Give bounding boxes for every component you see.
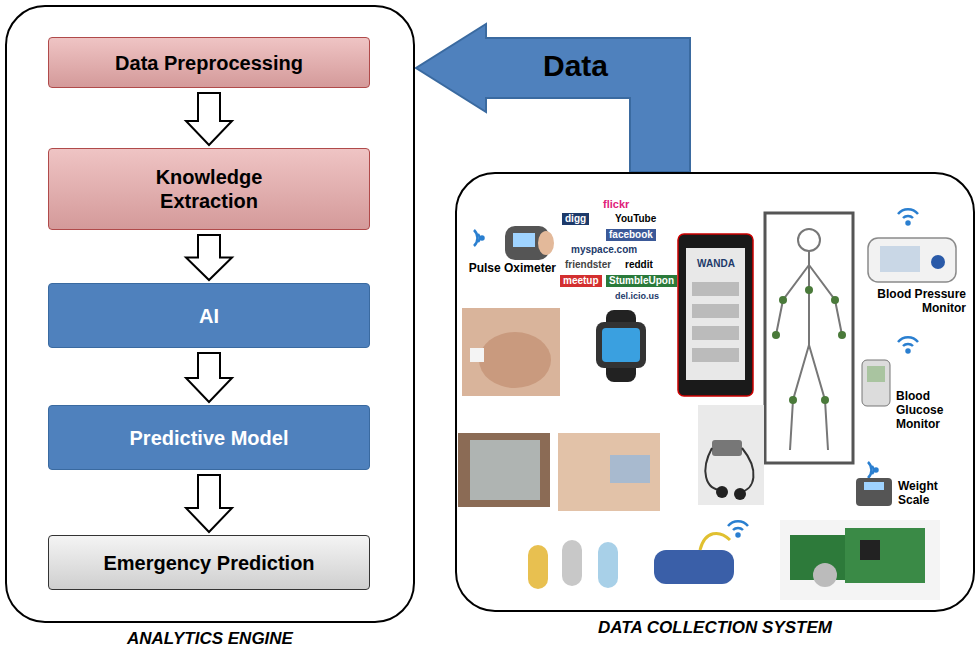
logo-text: flickr [600,198,632,211]
wearable-sensor [698,405,764,505]
photo-chest-patch [462,308,560,396]
box-label: Data Preprocessing [115,51,303,75]
weight-scale [856,478,892,506]
block-arrow [186,353,232,402]
logo-text: meetup [560,275,602,287]
ecg-device [654,533,734,584]
logo-text: reddit [622,259,656,271]
process-box: Predictive Model [48,405,370,470]
app-button [692,326,739,340]
app-button [692,304,739,318]
wifi-icon [898,209,918,224]
logo-text: myspace.com [568,244,640,256]
app-button [692,348,739,362]
process-box: AI [48,283,370,348]
block-arrow [186,93,232,145]
blood-glucose-monitor [862,360,890,406]
panel-heading: DATA COLLECTION SYSTEM [457,618,973,638]
phone-screen [686,248,745,380]
panel-heading: ANALYTICS ENGINE [7,629,413,649]
logo-ground [558,196,676,306]
logo-text: StumbleUpon [606,275,677,287]
box-label: Emergency Prediction [103,551,314,575]
logo-text: facebook [606,229,656,241]
device-label: Blood Glucose Monitor [896,390,968,431]
block-arrow [186,475,232,532]
edge-label: Data [543,49,608,83]
figure-frame [765,213,853,463]
head [798,229,820,251]
limbs [776,251,842,450]
smartphone [678,234,753,396]
sensor-board [780,520,940,600]
ingestible-pills [528,540,618,589]
phone-body [678,234,753,396]
logo-text: del.icio.us [612,291,662,301]
body-sensor-figure [765,213,853,463]
device-label: Pulse Oximeter [460,262,556,276]
logo-text: digg [562,213,589,225]
wifi-icon [728,521,748,536]
finger [538,231,554,255]
process-box: Data Preprocessing [48,37,370,88]
panel-box: ANALYTICS ENGINEData PreprocessingKnowle… [5,5,415,623]
device-label: Blood Pressure Monitor [870,288,966,316]
box-label: Predictive Model [130,426,289,450]
box-label: AI [199,304,219,328]
process-box: Knowledge Extraction [48,148,370,230]
wifi-icon [868,462,878,478]
device-label: Weight Scale [898,480,968,508]
wifi-icon [474,230,484,246]
app-title: WANDA [694,258,738,270]
logo-text: YouTube [612,213,659,225]
box-label: Knowledge Extraction [124,165,294,213]
logo-text: friendster [562,259,614,271]
app-button [692,282,739,296]
photo-skin-patch [558,433,660,511]
photo-face-sensor [458,433,550,507]
wifi-icon [898,337,918,352]
social-logos [558,196,676,306]
oximeter-screen [513,233,535,247]
pulse-oximeter [505,226,554,260]
blood-pressure-monitor [868,238,956,282]
data-arrow [416,24,690,172]
output-box: Emergency Prediction [48,535,370,590]
smartwatch [596,310,646,382]
block-arrow [186,235,232,280]
